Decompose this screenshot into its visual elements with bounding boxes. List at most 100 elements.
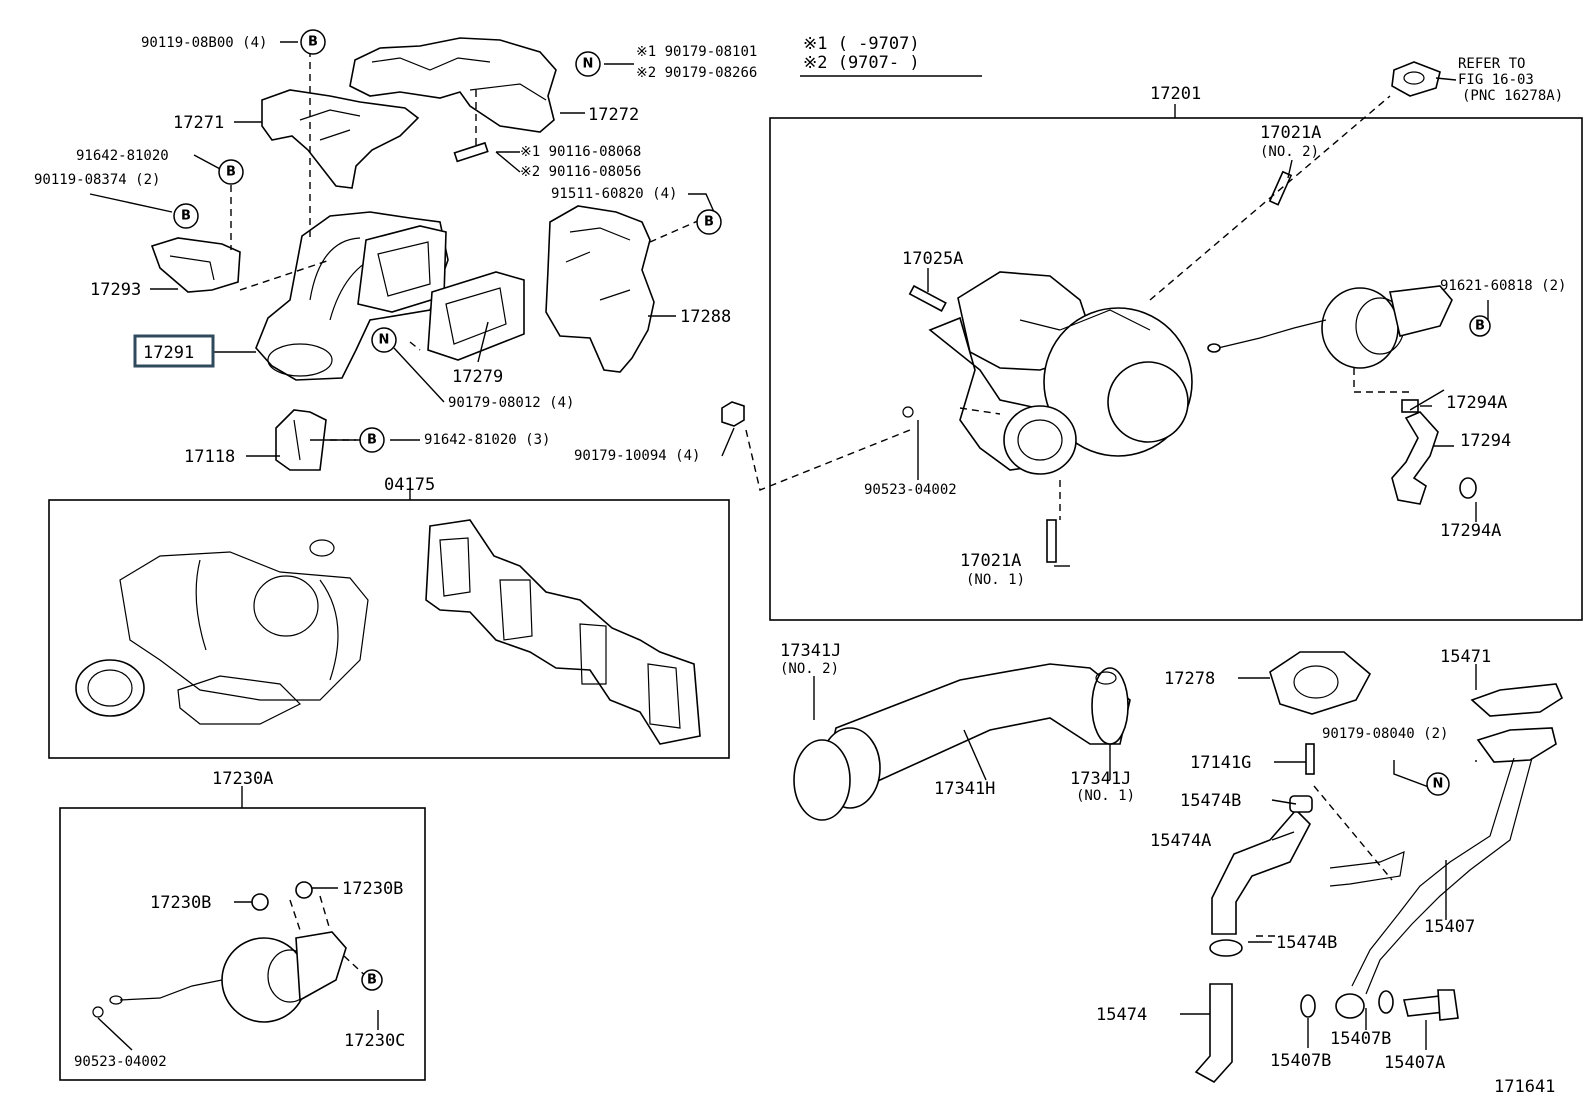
label-17278: 17278 — [1164, 669, 1215, 689]
callout-n-2: N — [371, 327, 397, 353]
label-90116-08068: ※1 90116-08068 — [520, 144, 641, 160]
label-17294: 17294 — [1460, 431, 1511, 451]
ring-90523-04002 — [902, 406, 914, 418]
label-17341H: 17341H — [934, 779, 995, 799]
small-gasket-kit — [309, 539, 335, 557]
group-box-17201 — [769, 117, 1583, 621]
label-90119-08B00: 90119-08B00 (4) — [141, 35, 267, 51]
manifold-gasket — [425, 519, 701, 745]
label-15407A: 15407A — [1384, 1053, 1445, 1073]
heat-shield-17288 — [545, 205, 655, 373]
label-04175: 04175 — [384, 475, 435, 495]
label-91621-60818: 91621-60818 (2) — [1440, 278, 1566, 294]
stud-17025A — [908, 284, 947, 312]
intake-hose-17341H — [793, 663, 1131, 821]
label-17341J-no2-sub: (NO. 2) — [780, 661, 839, 677]
gasket-17279 — [427, 271, 525, 361]
callout-b-3: B — [173, 203, 199, 229]
gasket-15471 — [1470, 683, 1564, 717]
svg-text:B: B — [181, 209, 191, 224]
callout-b-6: B — [1469, 315, 1491, 337]
label-17021A-no1-sub: (NO. 1) — [966, 572, 1025, 588]
oil-pipe-15407 — [1329, 727, 1557, 995]
callout-b-2: B — [218, 159, 244, 185]
stud-bolt — [453, 141, 489, 163]
label-15407B-left: 15407B — [1270, 1051, 1331, 1071]
label-17293: 17293 — [90, 280, 141, 300]
label-15407B-right: 15407B — [1330, 1029, 1391, 1049]
label-17141G: 17141G — [1190, 753, 1251, 773]
callout-b-5: B — [696, 209, 722, 235]
label-17230B-left: 17230B — [150, 893, 211, 913]
svg-text:B: B — [367, 973, 377, 988]
heat-shield-17271 — [261, 89, 420, 189]
label-17294A-top: 17294A — [1446, 393, 1507, 413]
label-17021A-no1: 17021A — [960, 551, 1021, 571]
hose-17294 — [1391, 399, 1477, 505]
label-17272: 17272 — [588, 105, 639, 125]
label-figure-number: 171641 — [1494, 1077, 1555, 1097]
label-17025A: 17025A — [902, 249, 963, 269]
label-17021A-no2: 17021A — [1260, 123, 1321, 143]
refer-gasket — [1391, 61, 1441, 97]
label-15407: 15407 — [1424, 917, 1475, 937]
label-17271: 17271 — [173, 113, 224, 133]
svg-text:B: B — [367, 433, 377, 448]
svg-text:B: B — [704, 215, 714, 230]
gasket-17278 — [1269, 651, 1372, 715]
svg-text:N: N — [1433, 777, 1444, 792]
label-17294A-bottom: 17294A — [1440, 521, 1501, 541]
pipe-15474 — [1194, 983, 1233, 1084]
label-91642-81020-3: 91642-81020 (3) — [424, 432, 550, 448]
stud-17141G — [1305, 743, 1315, 775]
callout-b-4: B — [359, 427, 385, 453]
actuator-kit-17230A — [92, 881, 347, 1023]
label-91642-81020-top: 91642-81020 — [76, 148, 169, 164]
refer-line-2: FIG 16-03 — [1458, 72, 1534, 88]
label-17341J-no1: 17341J — [1070, 769, 1131, 789]
actuator — [1207, 285, 1453, 369]
banjo-fitting — [1335, 993, 1365, 1019]
label-90179-08040: 90179-08040 (2) — [1322, 726, 1448, 742]
heat-shield-17272 — [349, 37, 557, 133]
label-90179-08012: 90179-08012 (4) — [448, 395, 574, 411]
hose-15474A — [1209, 795, 1313, 957]
label-17288: 17288 — [680, 307, 731, 327]
label-90179-10094: 90179-10094 (4) — [574, 448, 700, 464]
washer-15407B-right — [1378, 990, 1394, 1014]
label-17279: 17279 — [452, 367, 503, 387]
turbocharger-17201 — [928, 271, 1193, 475]
stud-17021A-no1 — [1046, 519, 1057, 563]
highlight-box-17291 — [133, 334, 215, 368]
refer-line-1: REFER TO — [1458, 56, 1525, 72]
svg-text:B: B — [226, 165, 236, 180]
label-91511-60820: 91511-60820 (4) — [551, 186, 677, 202]
legend-note-2: ※2 (9707- ) — [803, 53, 920, 73]
label-17201: 17201 — [1150, 84, 1201, 104]
label-90523-04002-kit: 90523-04002 — [74, 1054, 167, 1070]
svg-text:B: B — [1475, 319, 1485, 334]
label-17230B-right: 17230B — [342, 879, 403, 899]
label-17341J-no2: 17341J — [780, 641, 841, 661]
callout-n-1: N — [575, 51, 601, 77]
refer-line-3: (PNC 16278A) — [1462, 88, 1563, 104]
group-box-04175 — [48, 499, 730, 759]
gasket-kit-turbo-outline — [119, 551, 369, 725]
label-90179-08266: ※2 90179-08266 — [636, 65, 757, 81]
callout-b-1: B — [300, 29, 326, 55]
label-17021A-no2-sub: (NO. 2) — [1260, 144, 1319, 160]
label-15474A: 15474A — [1150, 831, 1211, 851]
union-bolt-15407A — [1403, 989, 1459, 1021]
label-17118: 17118 — [184, 447, 235, 467]
label-17291: 17291 — [143, 343, 194, 363]
label-15474B-top: 15474B — [1180, 791, 1241, 811]
nut-90179-10094 — [721, 401, 745, 427]
label-15474: 15474 — [1096, 1005, 1147, 1025]
bracket-17293 — [150, 237, 241, 293]
label-15471: 15471 — [1440, 647, 1491, 667]
bracket-17118 — [275, 409, 327, 471]
label-90523-04002: 90523-04002 — [864, 482, 957, 498]
svg-text:B: B — [308, 35, 318, 50]
label-15474B-bottom: 15474B — [1276, 933, 1337, 953]
